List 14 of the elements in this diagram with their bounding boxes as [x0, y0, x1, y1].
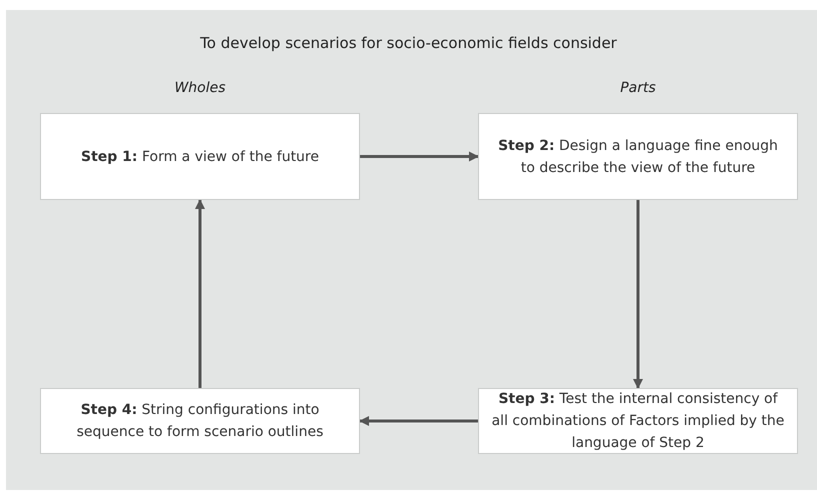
arrow — [633, 200, 643, 389]
arrow — [360, 152, 479, 162]
step-text: Step 2: Design a language fine enough to describe the view of the future — [497, 136, 779, 178]
column-heading: Wholes — [173, 80, 227, 96]
step-box — [40, 388, 360, 454]
title: To develop scenarios for socio-economic fields consider — [199, 34, 618, 52]
step-text: Step 3: Test the internal consistency of all combinations of Factors implied by the language of Step 2 — [490, 390, 786, 453]
step-box — [478, 113, 798, 200]
step-text: Step 4: String configurations into sequence to form scenario outlines — [76, 401, 324, 442]
step-text: Step 1: Form a view of the future — [80, 148, 320, 166]
arrow — [195, 199, 205, 388]
column-heading: Parts — [619, 80, 657, 96]
arrow — [359, 416, 478, 426]
step-box — [40, 113, 360, 200]
